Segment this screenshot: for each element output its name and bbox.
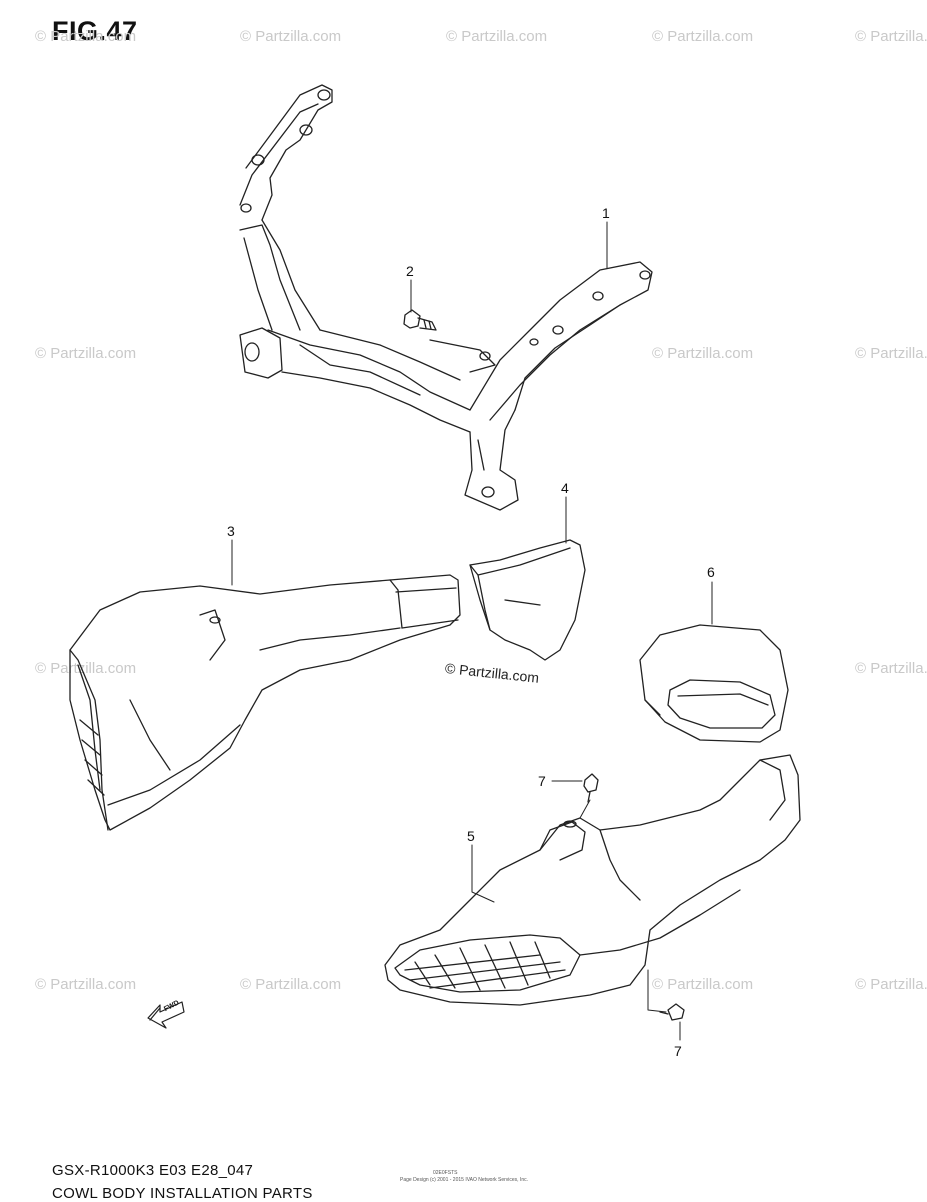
- watermark: © Partzilla.com: [446, 28, 548, 45]
- watermark: © Partzilla.com: [855, 28, 927, 45]
- watermark: © Partzilla.com: [652, 28, 754, 45]
- watermark: © Partzilla.com: [35, 345, 137, 362]
- watermark: © Partzilla.com: [855, 660, 927, 677]
- watermark: © Partzilla.com: [240, 28, 342, 45]
- callout-5: 5: [467, 828, 475, 844]
- watermark: © Partzilla.com: [35, 28, 137, 45]
- part-2-bolt: [403, 309, 437, 331]
- front-direction-arrow-icon: [147, 1001, 185, 1029]
- callout-4: 4: [561, 480, 569, 496]
- callout-2: 2: [406, 263, 414, 279]
- callout-3: 3: [227, 523, 235, 539]
- part-4-duct-piece: [469, 539, 586, 661]
- part-6-grommet: [639, 624, 789, 743]
- watermark: © Partzilla.com: [35, 976, 137, 993]
- diagram-caption: COWL BODY INSTALLATION PARTS: [52, 1185, 313, 1202]
- part-1-cowling-brace: [239, 84, 653, 511]
- callout-1: 1: [602, 205, 610, 221]
- tiny-copyright: Page Design (c) 2001 - 2015 IVAO Network…: [400, 1177, 529, 1183]
- watermark: © Partzilla.com: [35, 660, 137, 677]
- tiny-code: 02E0FSTS: [433, 1170, 458, 1176]
- watermark: © Partzilla.com: [855, 976, 927, 993]
- callout-7-upper: 7: [538, 773, 546, 789]
- part-5-air-duct-right: [384, 754, 801, 1006]
- part-7-clip-lower: [659, 1003, 685, 1021]
- figure-title: FIG.47: [52, 16, 138, 46]
- callout-6: 6: [707, 564, 715, 580]
- watermark: © Partzilla.com: [652, 345, 754, 362]
- part-7-clip-upper: [583, 773, 599, 803]
- leader-lines: [231, 221, 713, 1041]
- watermark: © Partzilla.com: [240, 976, 342, 993]
- part-3-air-duct-left: [69, 574, 461, 831]
- callout-7-lower: 7: [674, 1043, 682, 1059]
- watermark: © Partzilla.com: [855, 345, 927, 362]
- model-code: GSX-R1000K3 E03 E28_047: [52, 1162, 254, 1179]
- watermark: © Partzilla.com: [652, 976, 754, 993]
